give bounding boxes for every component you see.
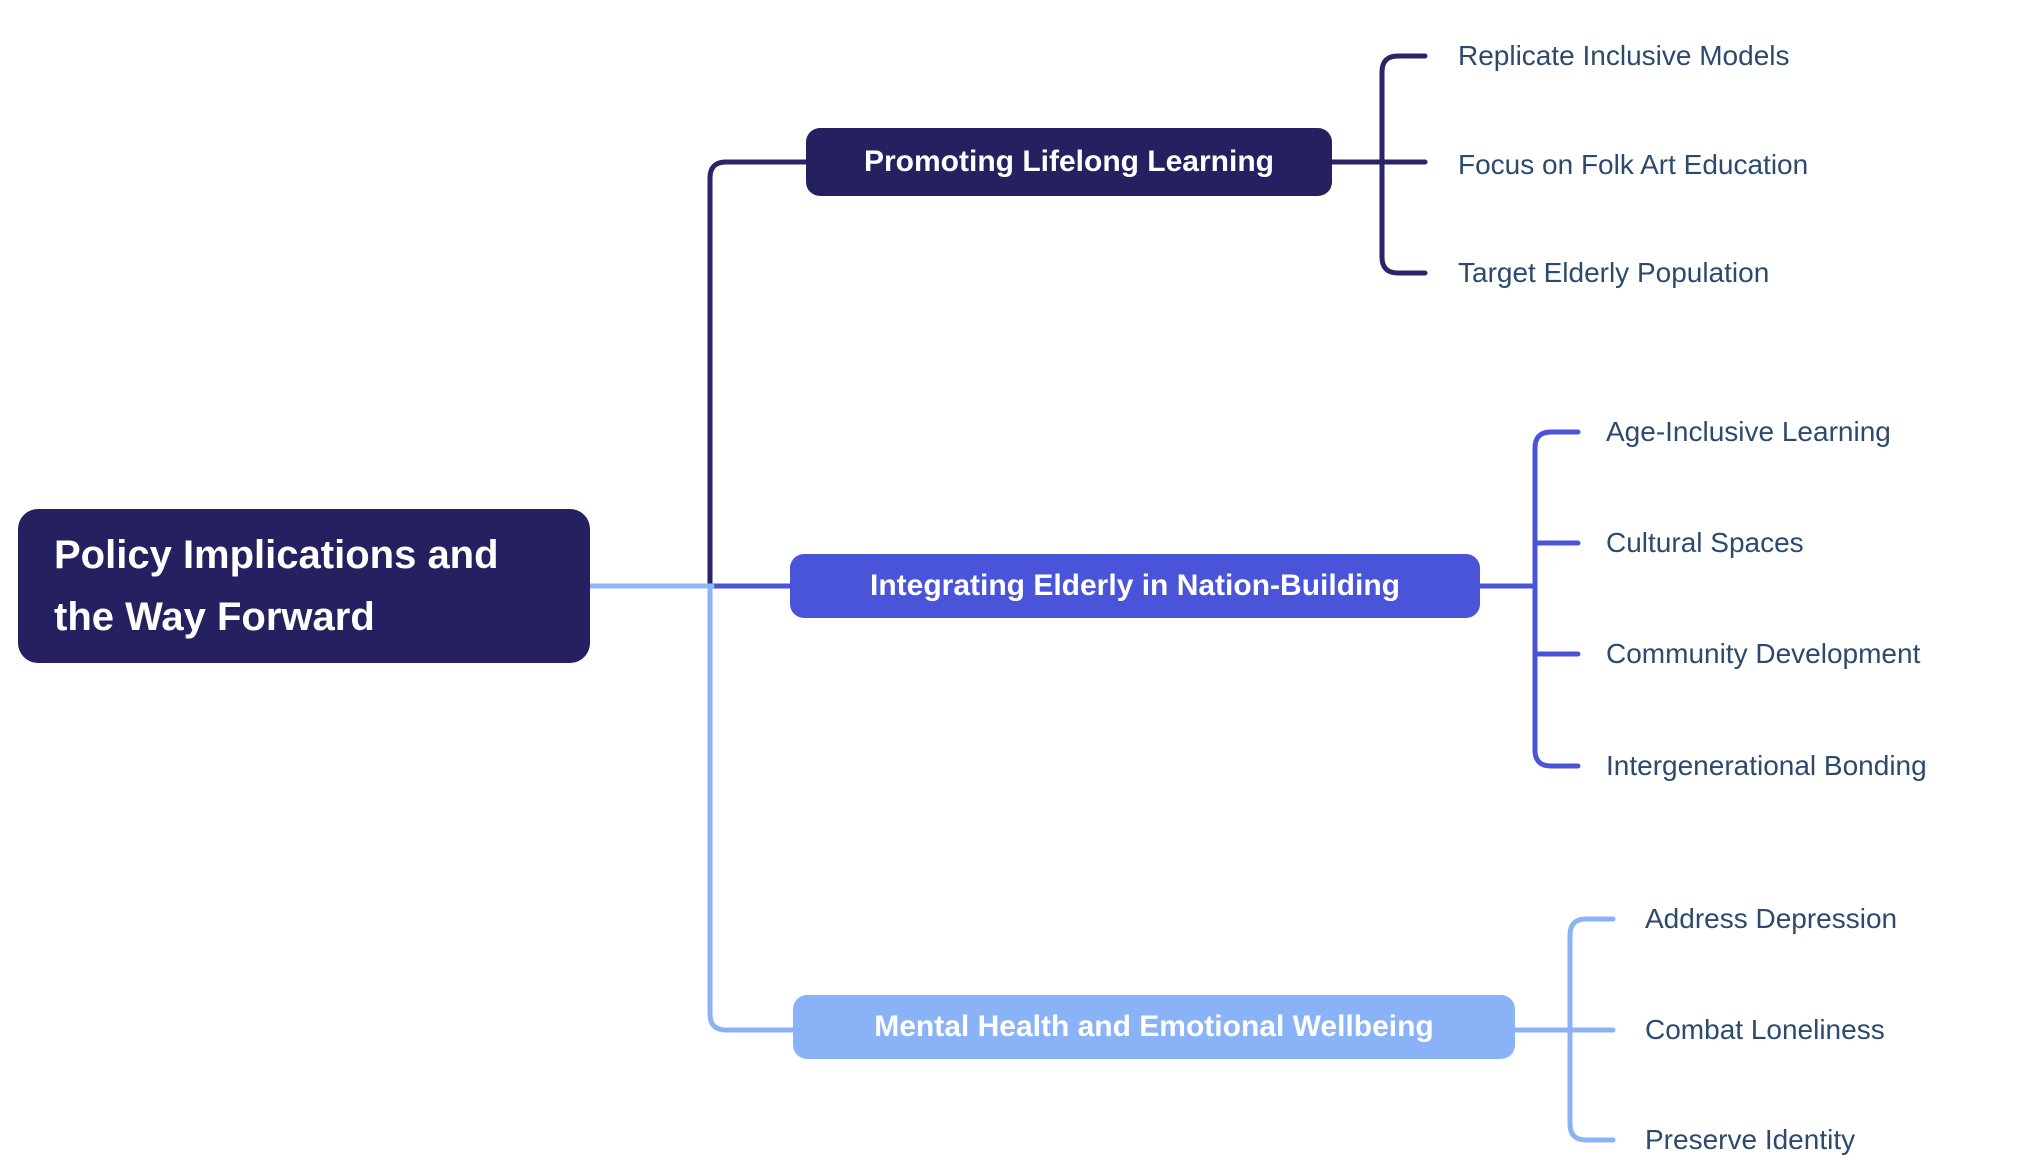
connector-branch-promoting — [707, 53, 1428, 589]
child-replicate-inclusive-models[interactable]: Replicate Inclusive Models — [1458, 40, 1790, 71]
root-node-label-line2: the Way Forward — [54, 595, 375, 639]
child-age-inclusive-learning[interactable]: Age-Inclusive Learning — [1606, 416, 1891, 447]
child-focus-folk-art-education[interactable]: Focus on Folk Art Education — [1458, 149, 1809, 180]
branch-node-mental-health-wellbeing[interactable]: Mental Health and Emotional Wellbeing — [793, 995, 1515, 1059]
child-target-elderly-population[interactable]: Target Elderly Population — [1458, 257, 1770, 288]
branch-node-label: Promoting Lifelong Learning — [864, 145, 1274, 178]
branch-node-integrating-elderly[interactable]: Integrating Elderly in Nation-Building — [790, 554, 1480, 618]
child-address-depression[interactable]: Address Depression — [1645, 903, 1898, 934]
branch-node-label: Integrating Elderly in Nation-Building — [870, 569, 1400, 602]
root-node-label-line1: Policy Implications and — [54, 533, 499, 577]
connector-branch-integrating — [707, 429, 1581, 769]
child-combat-loneliness[interactable]: Combat Loneliness — [1645, 1014, 1885, 1045]
child-cultural-spaces[interactable]: Cultural Spaces — [1606, 527, 1804, 558]
child-intergenerational-bonding[interactable]: Intergenerational Bonding — [1606, 750, 1927, 781]
connector-branch-mental-health — [707, 583, 1616, 1143]
child-preserve-identity[interactable]: Preserve Identity — [1645, 1124, 1856, 1155]
branch-node-label: Mental Health and Emotional Wellbeing — [874, 1010, 1434, 1043]
root-node-policy-implications[interactable]: Policy Implications and the Way Forward — [18, 509, 590, 663]
child-community-development[interactable]: Community Development — [1606, 638, 1921, 669]
branch-node-promoting-lifelong-learning[interactable]: Promoting Lifelong Learning — [806, 128, 1332, 196]
